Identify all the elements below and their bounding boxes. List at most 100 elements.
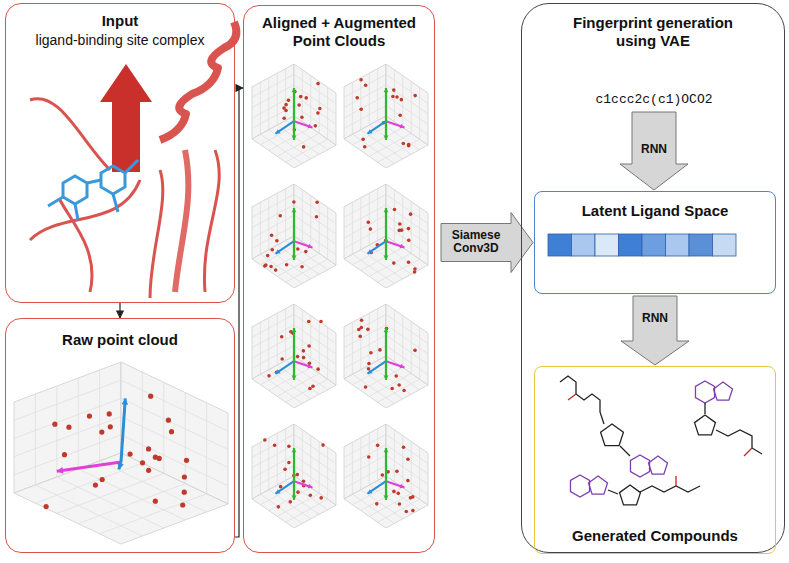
- grid-line: [260, 122, 302, 145]
- axis-head: [117, 463, 123, 470]
- bond: [675, 476, 676, 486]
- grid-line: [252, 325, 294, 348]
- grid-line: [394, 190, 395, 242]
- box-subtitle: ligand-binding site complex: [36, 32, 205, 49]
- grid-line: [252, 434, 294, 457]
- grid-line: [260, 482, 302, 505]
- axis-vector: [294, 361, 312, 367]
- grid-line: [269, 128, 311, 151]
- bond: [568, 394, 576, 400]
- connector-arrow: [119, 303, 120, 318]
- axis-vector: [276, 241, 294, 253]
- block-arrow: [441, 213, 533, 273]
- point: [166, 418, 171, 423]
- point: [392, 490, 396, 494]
- grid-line: [369, 73, 370, 125]
- point: [296, 355, 300, 359]
- grid-line: [352, 362, 394, 385]
- axis-head: [292, 376, 297, 380]
- point: [413, 349, 417, 353]
- grid-line: [185, 393, 186, 484]
- point: [52, 422, 57, 427]
- grid-line: [277, 253, 319, 276]
- point: [358, 335, 362, 339]
- ring: [630, 455, 649, 477]
- box-title: Aligned + Augmented Point Clouds: [250, 14, 428, 50]
- axis-head: [384, 376, 389, 380]
- axis-vector: [276, 121, 294, 133]
- point: [393, 208, 397, 212]
- point: [297, 103, 301, 107]
- grid-line: [352, 122, 394, 145]
- point: [66, 425, 71, 430]
- plot-pane: [344, 236, 428, 288]
- grid-line: [344, 314, 386, 337]
- axis-vector: [385, 208, 387, 241]
- grid-line: [419, 327, 420, 379]
- axis-vector: [294, 481, 312, 487]
- axis-vector: [368, 241, 386, 253]
- point: [395, 95, 399, 99]
- grid-line: [268, 78, 269, 130]
- ligand-bond: [48, 160, 138, 220]
- grid-line: [14, 380, 121, 420]
- grid-line: [286, 361, 328, 390]
- grid-line: [286, 499, 328, 522]
- grid-line: [419, 207, 420, 259]
- point: [295, 473, 299, 477]
- grid-line: [352, 482, 394, 505]
- grid-line: [277, 433, 278, 485]
- grid-line: [361, 368, 403, 391]
- point: [148, 394, 153, 399]
- grid-line: [411, 81, 412, 133]
- point: [269, 265, 273, 269]
- grid-line: [419, 87, 420, 139]
- axis-head: [308, 484, 313, 489]
- connector-arrow: [235, 88, 243, 537]
- point-cloud-plot: [252, 304, 336, 408]
- point: [392, 261, 396, 265]
- latent-cell: [619, 234, 643, 256]
- protein-loop: [204, 150, 219, 292]
- axis-head: [384, 328, 389, 332]
- point: [366, 220, 370, 224]
- grid-line: [269, 248, 311, 271]
- point: [283, 467, 287, 471]
- point: [307, 344, 311, 348]
- grid-line: [268, 438, 269, 490]
- point: [280, 335, 284, 339]
- point: [315, 215, 319, 219]
- point: [300, 265, 304, 269]
- point: [360, 326, 364, 330]
- point: [264, 263, 268, 267]
- point: [302, 479, 306, 483]
- grid-line: [377, 189, 378, 241]
- grid-line: [344, 215, 386, 238]
- grid-line: [277, 313, 278, 365]
- axis-vector: [294, 241, 312, 247]
- point: [292, 200, 296, 204]
- axis-vector: [386, 241, 404, 247]
- grid-line: [286, 259, 328, 282]
- grid-line: [285, 189, 286, 241]
- axis-head: [57, 467, 64, 474]
- grid-line: [252, 335, 294, 358]
- point: [169, 429, 174, 434]
- grid-line: [369, 433, 370, 485]
- grid-line: [285, 429, 286, 481]
- axis-vector: [385, 88, 387, 121]
- grid-line: [360, 438, 361, 490]
- point: [99, 429, 104, 434]
- point: [307, 320, 311, 324]
- point-cloud-plot: [252, 424, 336, 528]
- point: [127, 452, 132, 457]
- point: [266, 254, 270, 258]
- point: [378, 348, 382, 352]
- point: [411, 509, 415, 513]
- box-title: Latent Ligand Space: [582, 202, 729, 220]
- point: [287, 98, 291, 102]
- axis-head: [308, 364, 313, 369]
- grid-line: [352, 242, 394, 265]
- point: [402, 389, 406, 393]
- grid-line: [344, 85, 386, 108]
